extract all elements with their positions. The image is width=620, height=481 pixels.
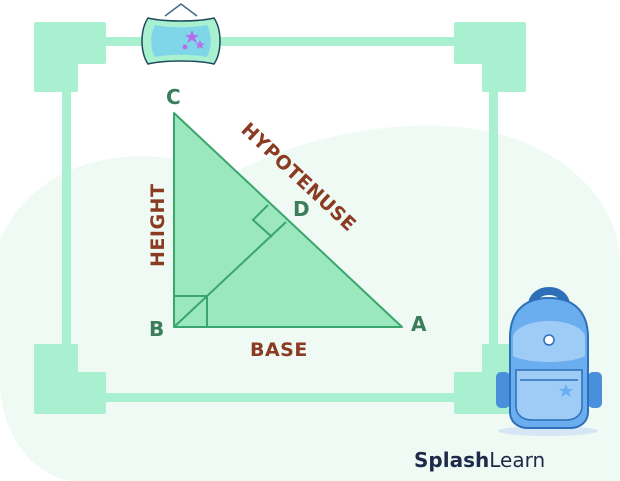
altitude-line-bd (173, 221, 287, 328)
right-angle-mark-d (251, 204, 273, 238)
backpack-illustration (496, 287, 602, 436)
hanging-sign (141, 3, 221, 65)
dot-icon (182, 44, 188, 50)
frame-top-bar (62, 37, 498, 46)
vertex-label-a: A (411, 312, 427, 336)
frame-bottom-bar (62, 393, 498, 402)
right-triangle (173, 112, 403, 328)
frame-corner-top-left (34, 22, 106, 92)
vertex-label-b: B (149, 317, 164, 341)
star-icon (559, 384, 573, 397)
backpack-button (543, 334, 555, 346)
frame-right-bar (489, 40, 498, 398)
frame-left-bar (62, 40, 71, 398)
brand-logo-part1: Splash (414, 448, 489, 472)
brand-logo: SplashLearn (414, 448, 545, 472)
brand-logo-part2: Learn (489, 448, 545, 472)
hanging-string (164, 3, 198, 17)
right-angle-mark-b (174, 295, 208, 327)
star-icon (185, 30, 199, 43)
backpack-side-pocket-right (588, 372, 602, 408)
vertex-label-c: C (166, 85, 181, 109)
backpack-side-pocket-left (496, 372, 510, 408)
side-label-base: BASE (250, 339, 308, 361)
vertex-label-d: D (293, 197, 310, 221)
hanging-sign-panel (151, 25, 211, 57)
star-icon (195, 40, 205, 49)
frame-corner-bottom-left (34, 344, 106, 414)
backpack-front-pocket (515, 369, 583, 421)
side-label-height: HEIGHT (147, 184, 169, 267)
frame-corner-top-right (454, 22, 526, 92)
